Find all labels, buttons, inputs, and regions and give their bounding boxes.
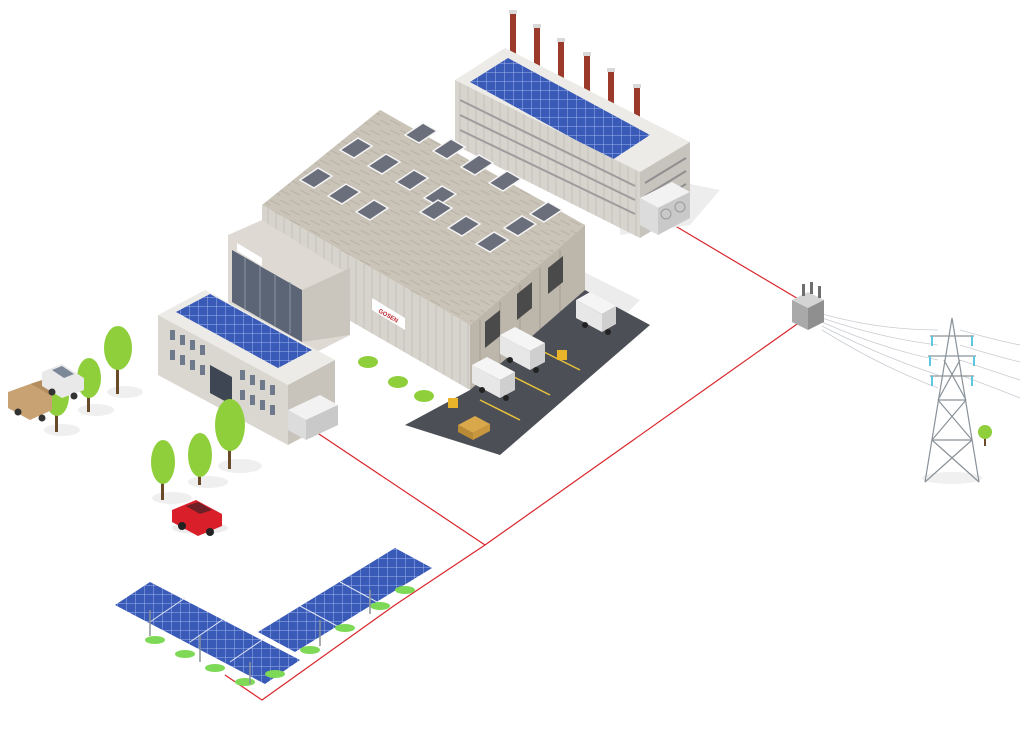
line-junction-to-carport: [224, 544, 486, 701]
carport-solar-panels-left: [115, 582, 300, 684]
tree-icon: [104, 326, 143, 398]
tree-icon: [978, 425, 992, 446]
car-icon: [42, 364, 84, 400]
factory-building: [455, 10, 720, 238]
forklift: [448, 350, 567, 408]
factory-hvac-units: [640, 182, 690, 235]
red-car: [172, 500, 228, 536]
power-tower-icon: [922, 317, 982, 484]
truck: [500, 327, 545, 373]
tree-icon: [215, 399, 262, 473]
connection-lines: [224, 223, 801, 701]
line-transformer-to-junction: [484, 321, 801, 546]
truck: [472, 357, 515, 401]
warehouse-skylights: [298, 122, 564, 253]
power-lines: [821, 313, 1021, 399]
factory-chimneys: [510, 10, 640, 144]
loading-dock-doors: [485, 256, 563, 348]
tree-icon: [151, 440, 192, 504]
office-building: [158, 290, 338, 445]
loading-yard: [405, 290, 650, 455]
line-office-to-junction: [312, 429, 486, 546]
solar-carport-icon: [115, 548, 432, 686]
office-solar-roof: [176, 294, 312, 368]
truck: [576, 292, 616, 335]
tree-icon: [188, 433, 228, 488]
carport-solar-panels-right: [258, 548, 432, 652]
warehouse-building: GOSEN: [228, 110, 640, 390]
hedges: [358, 356, 434, 402]
factory-solar-roof: [470, 58, 650, 160]
transformer-icon: [792, 282, 824, 330]
carport-posts: [149, 590, 371, 684]
line-factory-to-transformer: [671, 223, 801, 301]
cargo-pallets: [458, 416, 490, 440]
